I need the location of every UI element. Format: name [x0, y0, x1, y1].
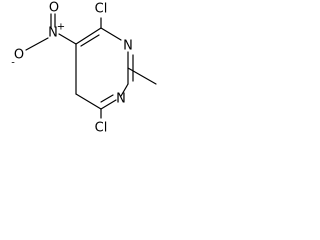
bond-c4-c5	[75, 27, 102, 45]
atom-nitro-o-left: O	[14, 48, 24, 63]
nitro-o-left-charge: -	[11, 58, 15, 69]
atom-labels: Cl Cl N N N + O O -	[11, 1, 133, 136]
bond-n1-c6	[100, 99, 117, 110]
atom-n-ring-top: N	[123, 39, 133, 54]
bond-c4-n3	[100, 27, 122, 41]
atom-cl-bottom: Cl	[95, 121, 108, 136]
chemical-structure: Cl Cl N N N + O O -	[11, 1, 157, 136]
atom-nitro-o-top: O	[49, 1, 59, 16]
bond-nitro-o-left	[25, 37, 49, 51]
bond-n1-c6-inner	[100, 94, 114, 103]
atom-nitro-n: N	[48, 26, 58, 41]
bond-c2-n1	[120, 83, 129, 97]
bond-c2-methyl	[127, 67, 157, 85]
atom-cl-top: Cl	[95, 2, 108, 17]
bond-c4-c5-inner	[80, 34, 100, 47]
ring-bonds	[75, 27, 134, 110]
atom-n-ring-bottom: N	[116, 92, 126, 107]
substituent-bonds	[25, 13, 157, 119]
nitro-n-charge: +	[57, 22, 65, 33]
bond-c5-nitro	[58, 33, 77, 45]
bond-c6-c5	[75, 93, 102, 110]
